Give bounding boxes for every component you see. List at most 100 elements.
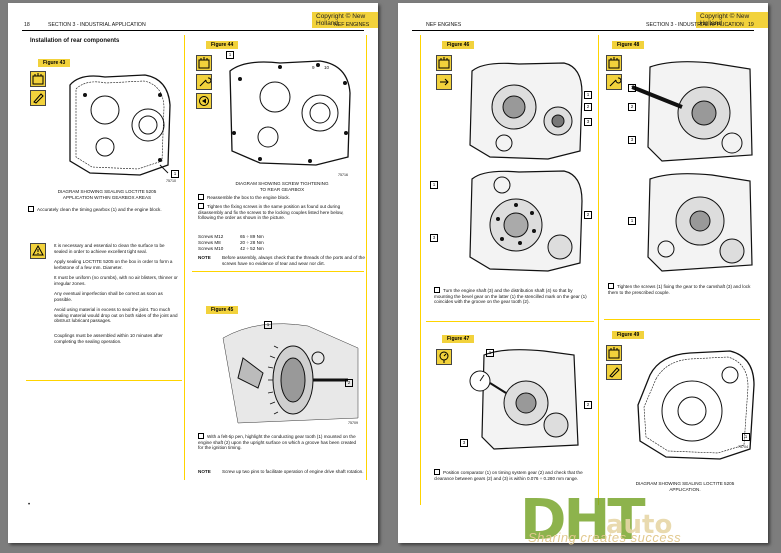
gearbox-symbol-icon [30, 71, 46, 87]
arrow-icon [436, 74, 452, 90]
warning-end-rule [26, 380, 182, 381]
figure-46-callout-b2: 2 [584, 211, 592, 219]
figure-46-text-body: Turn the engine shaft (3) and the distri… [434, 288, 587, 305]
torque-name: Screws M10 [198, 246, 224, 251]
warning-p2: Apply sealing LOCTITE 5205 on the box in… [54, 259, 173, 270]
figure-44-gearbox-drawing [229, 60, 351, 166]
gearbox-symbol-icon [606, 345, 622, 361]
comparator-gauge-icon [436, 349, 452, 365]
warning-p5: Avoid using material in excess to seal t… [54, 307, 178, 324]
figure-44-caption: DIAGRAM SHOWING SCREW TIGHTENING TO REAR… [235, 181, 329, 192]
figure-43-text: Accurately clean the timing gearbox (1) … [28, 206, 180, 213]
engine-title: NEF ENGINES [426, 22, 462, 28]
figure-48-top-drawing [632, 61, 753, 162]
figure-divider-left [426, 321, 594, 322]
figure-44-callout-1: 1 [226, 51, 234, 59]
figure-45-text: With a felt-tip pen, highlight the condu… [198, 433, 360, 451]
figure-46-callout-b3: 3 [430, 234, 438, 242]
figure-44-label: Figure 44 [206, 41, 239, 49]
warning-icon [30, 243, 46, 259]
figure-44-note: NOTE Before assembly, always check that t… [198, 255, 370, 266]
figure-43-text-body: Accurately clean the timing gearbox (1) … [37, 207, 162, 212]
checkbox-icon [434, 287, 440, 293]
figure-48-text-body: Tighten the screws (1) fixing the gear t… [608, 284, 751, 295]
checkbox-icon [608, 283, 614, 289]
figure-46-callout-a3: 3 [584, 118, 592, 126]
figure-46-text: Turn the engine shaft (3) and the distri… [434, 287, 592, 305]
figure-49-callout: 1 [742, 433, 750, 441]
figure-43-label: Figure 43 [38, 59, 71, 67]
watermark-logo: DHT auto [520, 488, 672, 553]
figure-48-callout-1: 1 [628, 84, 636, 92]
figure-47-callout-3: 3 [460, 439, 468, 447]
figure-46-top-drawing [469, 62, 583, 160]
pencil-icon [606, 364, 622, 380]
figure-47-text: Position comparator (1) on timing system… [434, 469, 592, 481]
figure-47-drawing [469, 349, 579, 450]
torque-value: 42 ÷ 52 Nm [240, 246, 264, 251]
warning-p1: It is necessary and essential to clean t… [54, 243, 165, 254]
figure-44-callout-10: 10 [324, 65, 330, 70]
note-label: NOTE [198, 255, 211, 260]
figure-45-callout-1: 1 [264, 321, 272, 329]
figure-44-text-2-body: Tighten the fixing screws in the same po… [198, 204, 344, 221]
figure-43-code: 75710 [166, 179, 176, 183]
figure-47-callout-1: 1 [486, 349, 494, 357]
figure-45-label: Figure 45 [206, 306, 239, 314]
torque-value: 65 ÷ 89 Nm [240, 234, 264, 239]
figure-49-label: Figure 49 [612, 331, 645, 339]
wrench-icon [196, 74, 212, 90]
checkbox-icon [28, 206, 34, 212]
figure-46-callout-a1: 1 [584, 91, 592, 99]
right-page: Copyright © New Holland NEF ENGINES SECT… [398, 3, 768, 543]
figure-46-bottom-drawing [469, 170, 583, 272]
figure-43-caption: DIAGRAM SHOWING SEALING LOCTITE 5205 APP… [57, 189, 157, 200]
pencil-icon [30, 90, 46, 106]
figure-45-gear-drawing [222, 323, 359, 424]
figure-48-callout-1b: 1 [628, 217, 636, 225]
torque-row-3: Screws M10 42 ÷ 52 Nm [198, 246, 288, 252]
figure-44-code: 75716 [338, 173, 348, 177]
copyright-badge: Copyright © New Holland [312, 12, 378, 28]
page-number: 18 [24, 22, 30, 28]
wrench-icon [606, 74, 622, 90]
figure-44-text-1: Reassemble the box to the engine block. [198, 194, 360, 201]
torque-name: Screws M8 [198, 240, 221, 245]
figure-43-callout: 1 [171, 170, 179, 178]
figure-47-callout-2: 2 [584, 401, 592, 409]
figure-divider [604, 319, 760, 320]
checkbox-icon [434, 469, 440, 475]
figure-47-label: Figure 47 [442, 335, 475, 343]
figure-44-text-1-body: Reassemble the box to the engine block. [207, 195, 290, 200]
left-margin-rule [420, 35, 421, 505]
watermark-brand-left: DHT [520, 488, 646, 553]
gearbox-symbol-icon [196, 55, 212, 71]
watermark-brand-right: auto [606, 510, 673, 540]
figure-48-bottom-drawing [647, 173, 753, 272]
right-margin-rule [366, 35, 367, 480]
figure-48-callout-3: 3 [628, 136, 636, 144]
checkbox-icon [198, 194, 204, 200]
figure-48-label: Figure 48 [612, 41, 645, 49]
note-text: Screw up two pins to facilitate operatio… [222, 469, 364, 474]
section-title: SECTION 3 - INDUSTRIAL APPLICATION [646, 22, 744, 28]
watermark-tagline: Sharing creates success [528, 530, 682, 545]
page-dot: • [28, 502, 31, 508]
figure-45-note: NOTE Screw up two pins to facilitate oper… [198, 469, 370, 475]
gearbox-symbol-icon [606, 55, 622, 71]
checkbox-icon [198, 433, 204, 439]
header-rule [412, 30, 754, 31]
figure-45-code: 75709 [348, 421, 358, 425]
figure-48-text: Tighten the screws (1) fixing the gear t… [608, 283, 758, 295]
rotate-icon [196, 93, 212, 109]
note-text: Before assembly, always check that the t… [222, 255, 365, 266]
figure-49-cover-drawing [637, 350, 755, 460]
warning-p4: Any eventual imperfection shall be corre… [54, 291, 163, 302]
note-label: NOTE [198, 469, 211, 474]
column-divider [598, 35, 599, 505]
figure-49-code: 75704 [738, 445, 748, 449]
warning-p3: It must be uniform (no crumbs), with no … [54, 275, 178, 286]
figure-43-gearbox-drawing [69, 74, 171, 176]
